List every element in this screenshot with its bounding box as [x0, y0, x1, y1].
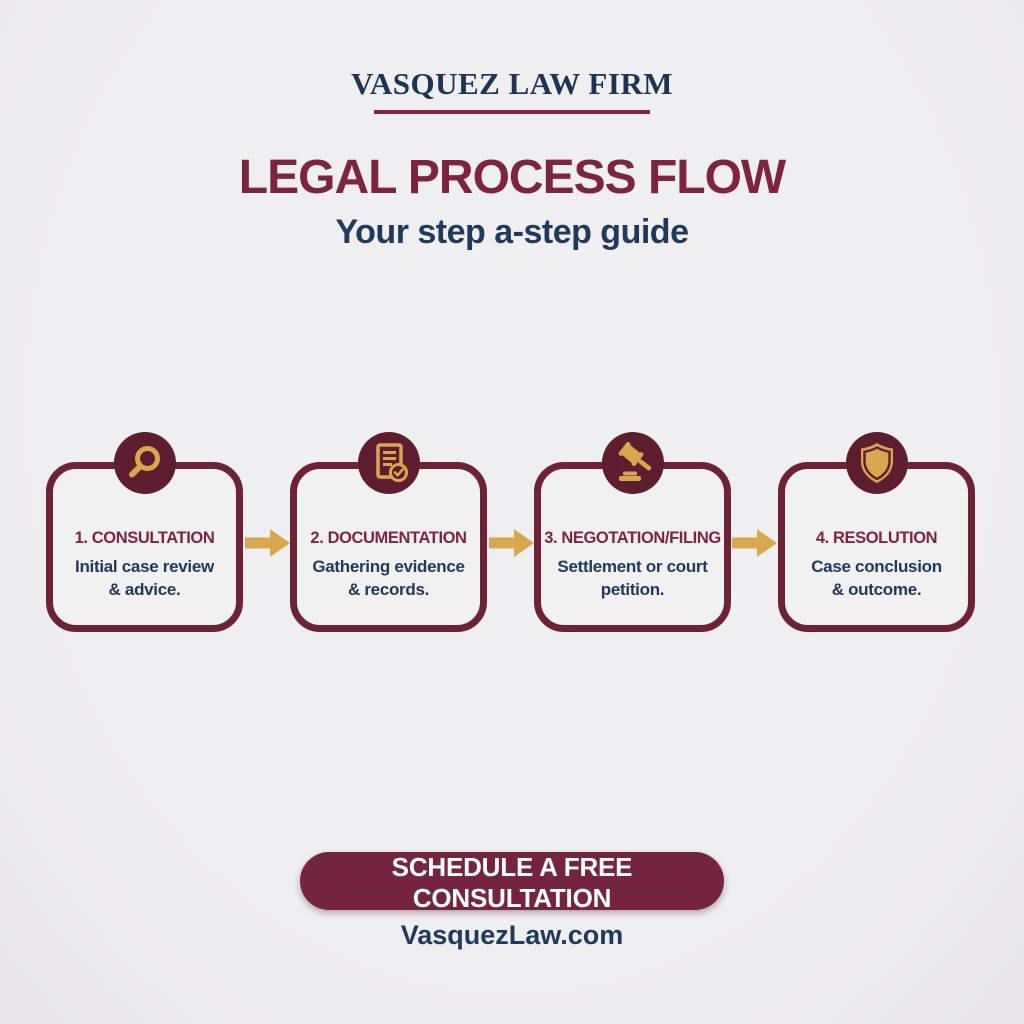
- gavel-icon: [608, 438, 658, 488]
- step-title: 1. CONSULTATION: [74, 529, 215, 547]
- step-description-line2: petition.: [600, 580, 665, 599]
- step-icon-circle: [113, 432, 176, 494]
- step-icon-circle: [845, 432, 908, 494]
- step-description: Gathering evidence & records.: [312, 555, 465, 601]
- step-description: Settlement or court petition.: [557, 555, 707, 601]
- step-card-consultation: 1. CONSULTATION Initial case review & ad…: [46, 432, 243, 632]
- arrow-right-icon: [489, 527, 535, 559]
- step-description-line1: Initial case review: [75, 557, 214, 576]
- document-check-icon: [364, 438, 414, 488]
- page-title: LEGAL PROCESS FLOW: [238, 151, 786, 204]
- step-description-line1: Case conclusion: [811, 557, 942, 576]
- step-description-line2: & outcome.: [831, 580, 922, 599]
- step-description-line1: Gathering evidence: [312, 557, 465, 576]
- step-icon-circle: [601, 432, 664, 494]
- brand-underline: [374, 110, 650, 114]
- step-icon-circle: [357, 432, 420, 494]
- step-description: Case conclusion & outcome.: [811, 555, 942, 601]
- website-text: VasquezLaw.com: [400, 920, 624, 950]
- step-card-documentation: 2. DOCUMENTATION Gathering evidence & re…: [290, 432, 487, 632]
- step-description-line2: & advice.: [108, 580, 181, 599]
- shield-icon: [852, 438, 902, 488]
- step-description-line2: & records.: [347, 580, 430, 599]
- step-description-line1: Settlement or court: [557, 557, 708, 576]
- page-subtitle: Your step a-step guide: [335, 213, 689, 251]
- step-description: Initial case review & advice.: [75, 555, 214, 601]
- schedule-consultation-button[interactable]: SCHEDULE A FREE CONSULTATION: [300, 852, 724, 913]
- arrow-right-icon: [732, 527, 778, 559]
- step-title: 4. RESOLUTION: [815, 529, 938, 547]
- step-card-negotiation-filing: 3. NEGOTATION/FILING Settlement or court…: [534, 432, 731, 632]
- step-title: 2. DOCUMENTATION: [310, 529, 467, 547]
- arrow-right-icon: [245, 527, 291, 559]
- brand-title: VASQUEZ LAW FIRM: [350, 66, 674, 101]
- step-card-resolution: 4. RESOLUTION Case conclusion & outcome.: [778, 432, 975, 632]
- magnifier-icon: [120, 438, 170, 488]
- step-title: 3. NEGOTATION/FILING: [544, 529, 721, 547]
